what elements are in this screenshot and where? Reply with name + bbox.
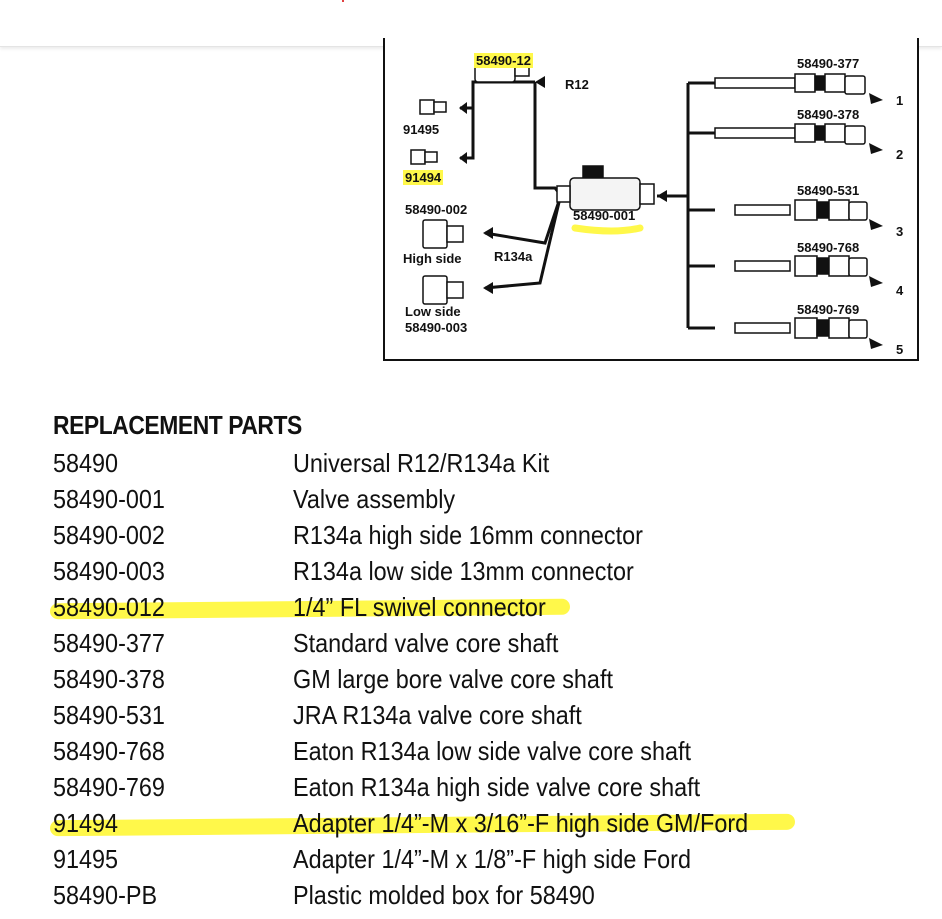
- part-row: 58490-001 Valve assembly: [0, 481, 942, 517]
- part-row: 58490-377 Standard valve core shaft: [0, 625, 942, 661]
- diagram-number-3: 3: [896, 224, 904, 239]
- red-dot-marker: [342, 0, 344, 2]
- part-description: Plastic molded box for 58490: [293, 880, 595, 910]
- part-description: GM large bore valve core shaft: [293, 664, 613, 694]
- part-row: 58490-531 JRA R134a valve core shaft: [0, 697, 942, 733]
- part-description: Eaton R134a low side valve core shaft: [293, 736, 692, 766]
- part-number: 58490-768: [53, 736, 165, 766]
- diagram-label-58490-769: 58490-769: [797, 302, 860, 317]
- diagram-number-1: 1: [896, 93, 904, 108]
- part-row: 58490-768 Eaton R134a low side valve core…: [0, 733, 942, 769]
- part-description: R134a high side 16mm connector: [293, 520, 643, 550]
- part-number: 58490-531: [53, 700, 165, 730]
- diagram-label-58490-378: 58490-378: [797, 107, 860, 122]
- part-row: 58490-002 R134a high side 16mm connector: [0, 517, 942, 553]
- part-row: 58490 Universal R12/R134a Kit: [0, 445, 942, 481]
- part-row: 58490-378 GM large bore valve core shaft: [0, 661, 942, 697]
- part-description: Universal R12/R134a Kit: [293, 448, 550, 478]
- part-row: 91495 Adapter 1/4”-M x 1/8”-F high side F…: [0, 841, 942, 877]
- diagram-label-58490-12: 58490-12: [474, 53, 533, 68]
- part-number: 91495: [53, 844, 119, 874]
- diagram-drawing: [410, 57, 883, 349]
- part-description: R134a low side 13mm connector: [293, 556, 634, 586]
- part-description: Adapter 1/4”-M x 1/8”-F high side Ford: [293, 844, 691, 874]
- part-description: Standard valve core shaft: [293, 628, 559, 658]
- part-row: 58490-PB Plastic molded box for 58490: [0, 877, 942, 913]
- diagram-label-91494: 91494: [403, 170, 444, 185]
- diagram-number-5: 5: [896, 342, 904, 357]
- diagram-label-58490-377: 58490-377: [797, 56, 860, 71]
- replacement-parts-list: 58490 Universal R12/R134a Kit 58490-001 Val…: [0, 445, 942, 913]
- part-number: 58490-012: [53, 592, 165, 622]
- diagram-label-r134a: R134a: [494, 249, 533, 264]
- part-row: 58490-769 Eaton R134a high side valve cor…: [0, 769, 942, 805]
- diagram-number-2: 2: [896, 147, 904, 162]
- part-number: 58490: [53, 448, 119, 478]
- diagram-label-58490-002: 58490-002: [405, 202, 468, 217]
- diagram-label-58490-531: 58490-531: [797, 183, 860, 198]
- diagram-label-91495: 91495: [403, 122, 440, 137]
- part-number: 58490-378: [53, 664, 165, 694]
- replacement-parts-heading: REPLACEMENT PARTS: [53, 410, 302, 440]
- parts-diagram: 58490-12 R12 91495 91494 58490-002 High …: [383, 38, 919, 361]
- part-number: 58490-002: [53, 520, 165, 550]
- part-description: Eaton R134a high side valve core shaft: [293, 772, 701, 802]
- part-number: 58490-377: [53, 628, 165, 658]
- part-number: 58490-769: [53, 772, 165, 802]
- diagram-label-58490-768: 58490-768: [797, 240, 860, 255]
- part-number: 58490-003: [53, 556, 165, 586]
- part-row: 58490-012 1/4” FL swivel connector: [0, 589, 942, 625]
- part-number: 58490-001: [53, 484, 165, 514]
- diagram-label-r12: R12: [565, 77, 589, 92]
- part-number: 91494: [53, 808, 119, 838]
- part-row: 91494 Adapter 1/4”-M x 3/16”-F high side …: [0, 805, 942, 841]
- diagram-label-58490-003: 58490-003: [405, 320, 468, 335]
- diagram-label-58490-001: 58490-001: [573, 208, 636, 223]
- part-description: Adapter 1/4”-M x 3/16”-F high side GM/Fo…: [293, 808, 749, 838]
- part-description: JRA R134a valve core shaft: [293, 700, 582, 730]
- part-description: 1/4” FL swivel connector: [293, 592, 546, 622]
- diagram-number-4: 4: [896, 283, 904, 298]
- diagram-label-low-side: Low side: [405, 304, 461, 319]
- part-row: 58490-003 R134a low side 13mm connector: [0, 553, 942, 589]
- part-description: Valve assembly: [293, 484, 456, 514]
- diagram-label-high-side: High side: [403, 251, 462, 266]
- part-number: 58490-PB: [53, 880, 158, 910]
